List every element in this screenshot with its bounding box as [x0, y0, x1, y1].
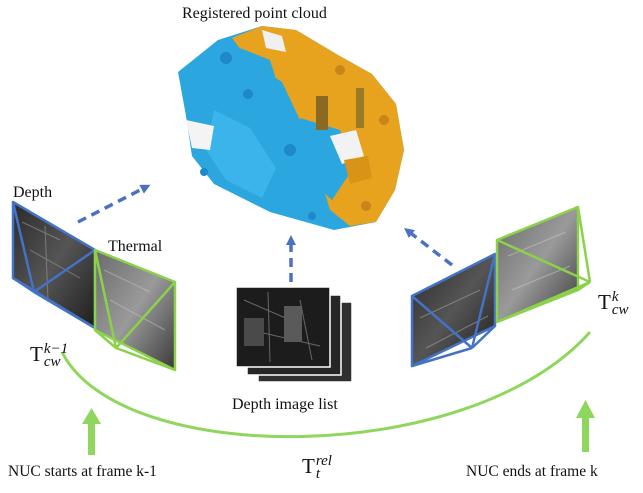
point-cloud — [178, 26, 404, 230]
arrow-right-to-cloud — [408, 231, 452, 265]
thermal-frustum-left — [95, 250, 175, 370]
thermal-frustum-right — [497, 207, 590, 322]
relative-transform-sub: t — [316, 468, 332, 481]
depth-image-list-label: Depth image list — [232, 396, 338, 414]
pose-k-minus-1-sub: cw — [44, 356, 68, 369]
depth-image-stack — [236, 287, 352, 382]
nuc-start-arrow — [88, 422, 95, 455]
arrow-left-to-cloud — [78, 187, 146, 222]
nuc-end-label: NUC ends at frame k — [466, 463, 598, 481]
nuc-start-label: NUC starts at frame k-1 — [8, 463, 157, 481]
depth-frustum-right — [412, 254, 495, 366]
point-cloud-title: Registered point cloud — [182, 5, 327, 23]
thermal-label: Thermal — [108, 238, 162, 256]
pose-k-sub: cw — [612, 304, 629, 317]
nuc-arrows — [82, 400, 595, 455]
depth-label: Depth — [13, 184, 52, 202]
nuc-end-arrow — [582, 416, 589, 452]
